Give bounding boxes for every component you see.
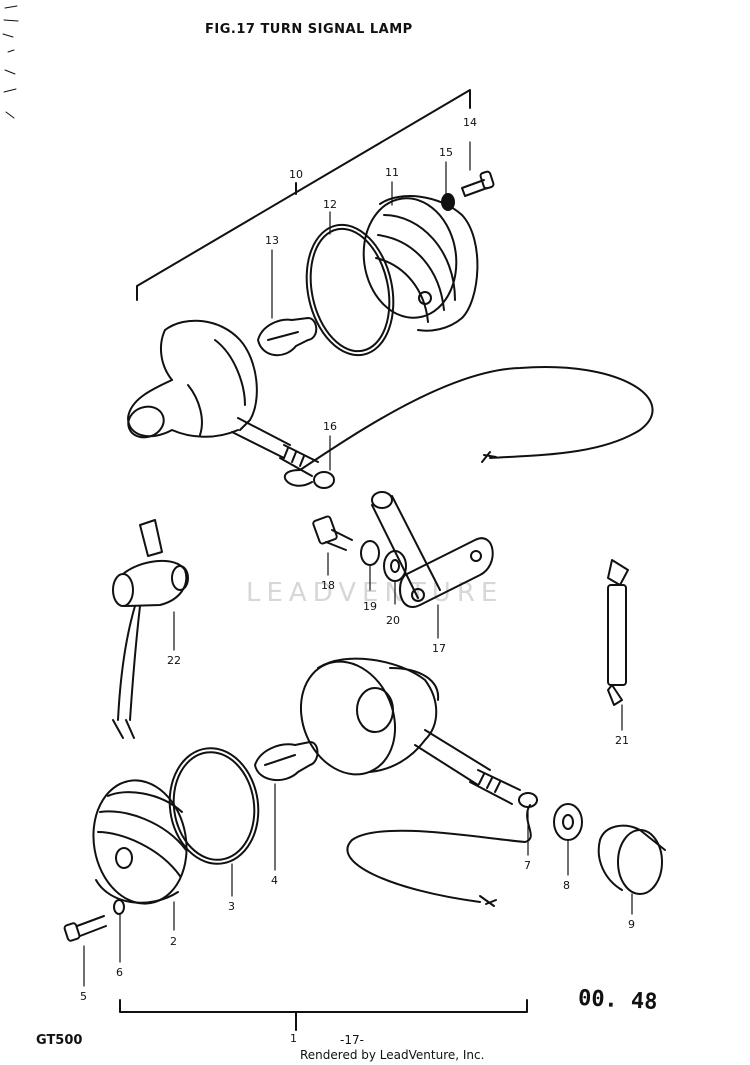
callout-8: 8 [563,879,570,892]
callout-6: 6 [116,966,123,979]
upper-lens [362,195,479,332]
washer-19 [360,540,380,566]
lower-lamp-housing [299,657,538,808]
callout-21: 21 [615,734,629,747]
lower-bulb [254,741,319,781]
callout-19: 19 [363,600,377,613]
washer-6 [113,899,125,915]
bolt-18 [312,515,353,551]
upper-gasket [305,223,395,357]
callout-1: 1 [290,1032,297,1045]
callout-13: 13 [265,234,279,247]
bracket-17 [371,491,494,608]
lower-wire [346,804,532,903]
diagram-code: 00. 48 [577,985,659,1016]
callout-labels: 1 2 3 4 5 6 7 8 9 10 11 12 13 14 15 16 1… [80,116,635,1045]
callout-10: 10 [289,168,303,181]
callout-4: 4 [271,874,278,887]
callout-16: 16 [323,420,337,433]
callout-2: 2 [170,935,177,948]
figure-title: FIG.17 TURN SIGNAL LAMP [205,22,413,37]
terminal-21 [607,559,629,706]
washer-8 [553,803,583,841]
flasher-relay [112,519,189,739]
group-10-bracket [136,89,471,301]
callout-17: 17 [432,642,446,655]
model-label: GT500 [36,1033,83,1048]
callout-20: 20 [386,614,400,627]
scan-noise [2,5,19,119]
lower-gasket [168,747,260,865]
callout-12: 12 [323,198,337,211]
page-number: -17- [340,1033,364,1047]
screw-14 [461,170,495,197]
nut-15 [441,193,455,211]
callout-15: 15 [439,146,453,159]
callout-5: 5 [80,990,87,1003]
upper-bulb [257,317,318,356]
cap-9 [597,824,666,895]
callout-18: 18 [321,579,335,592]
leader-lines [83,141,633,987]
callout-14: 14 [463,116,477,129]
callout-7: 7 [524,859,531,872]
watermark-text: LEADVENTURE [246,578,504,608]
credit-line: Rendered by LeadVenture, Inc. [300,1048,485,1062]
callout-11: 11 [385,166,399,179]
screw-5 [63,915,107,942]
upper-wire [283,366,654,487]
callout-3: 3 [228,900,235,913]
group-1-bracket [119,999,528,1013]
lower-lens [92,779,188,905]
callout-9: 9 [628,918,635,931]
callout-22: 22 [167,654,181,667]
upper-lamp-housing [127,319,335,489]
